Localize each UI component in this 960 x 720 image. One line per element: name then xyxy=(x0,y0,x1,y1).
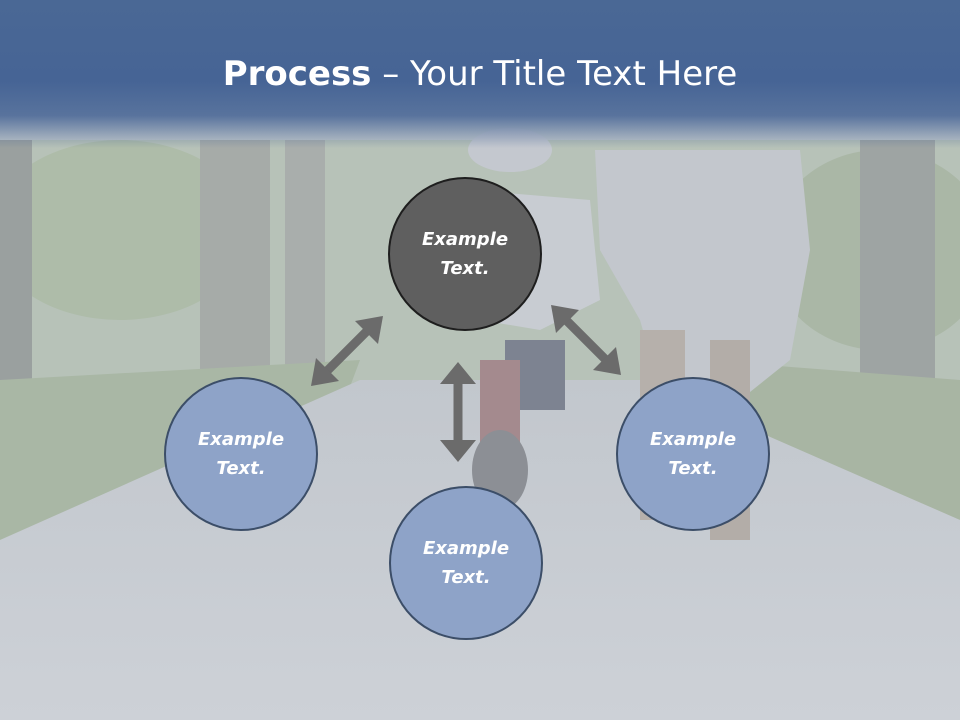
process-step-left[interactable]: Example Text. xyxy=(164,377,318,531)
slide-title: Process – Your Title Text Here xyxy=(0,52,960,96)
left-double-arrow xyxy=(311,316,383,386)
process-step-bottom-label: Example Text. xyxy=(422,538,510,588)
right-double-arrow xyxy=(551,305,621,375)
process-step-center[interactable]: Example Text. xyxy=(388,177,542,331)
title-bold-text: Process xyxy=(222,54,372,94)
process-step-right-label: Example Text. xyxy=(649,429,737,479)
bottom-double-arrow xyxy=(440,362,476,462)
title-bar xyxy=(0,0,960,148)
title-rest-text: – Your Title Text Here xyxy=(371,54,738,94)
process-step-right[interactable]: Example Text. xyxy=(616,377,770,531)
process-step-center-label: Example Text. xyxy=(421,229,509,279)
process-step-left-label: Example Text. xyxy=(197,429,285,479)
process-step-bottom[interactable]: Example Text. xyxy=(389,486,543,640)
